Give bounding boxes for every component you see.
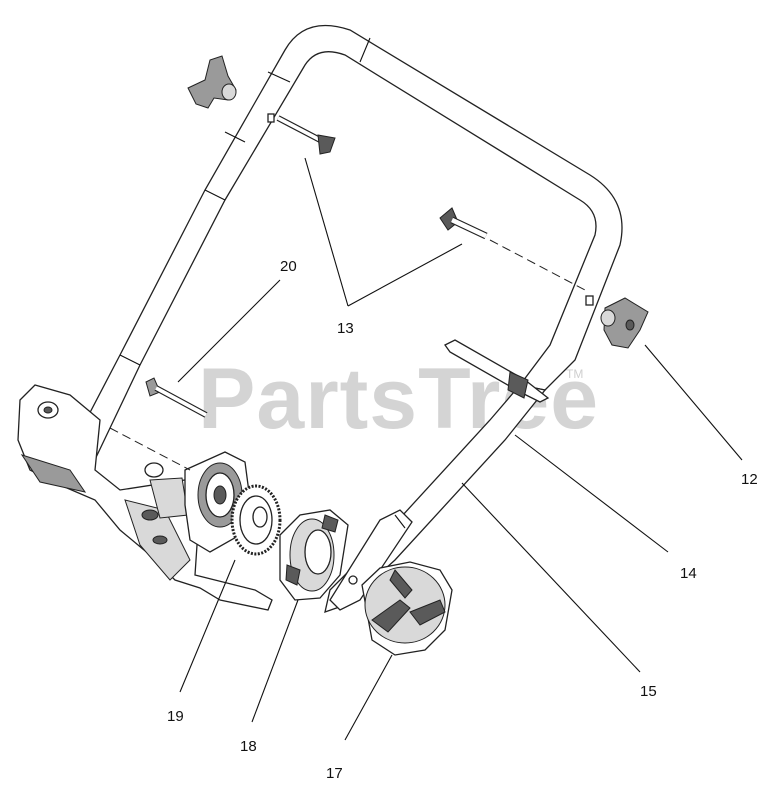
watermark-trademark: TM bbox=[566, 367, 583, 381]
callout-12: 12 bbox=[741, 471, 758, 488]
callout-15: 15 bbox=[640, 683, 657, 700]
deck-housing bbox=[17, 384, 273, 611]
knob-upper-left bbox=[187, 55, 237, 109]
gear-washer bbox=[230, 484, 282, 556]
carriage-bolt-upper bbox=[276, 115, 336, 155]
cable-guide bbox=[444, 339, 550, 403]
leader-lines bbox=[177, 157, 743, 741]
callout-14: 14 bbox=[680, 565, 697, 582]
upper-handle bbox=[58, 24, 623, 471]
knob-right bbox=[600, 297, 649, 349]
callout-19: 19 bbox=[167, 708, 184, 725]
ratchet bbox=[279, 509, 349, 601]
knob-cap bbox=[348, 561, 453, 656]
callout-17: 17 bbox=[326, 765, 343, 782]
lower-handle bbox=[324, 384, 547, 614]
callout-13: 13 bbox=[337, 320, 354, 337]
callout-18: 18 bbox=[240, 738, 257, 755]
carriage-bolt-right bbox=[439, 207, 586, 291]
bolt bbox=[145, 377, 208, 418]
callout-20: 20 bbox=[280, 258, 297, 275]
